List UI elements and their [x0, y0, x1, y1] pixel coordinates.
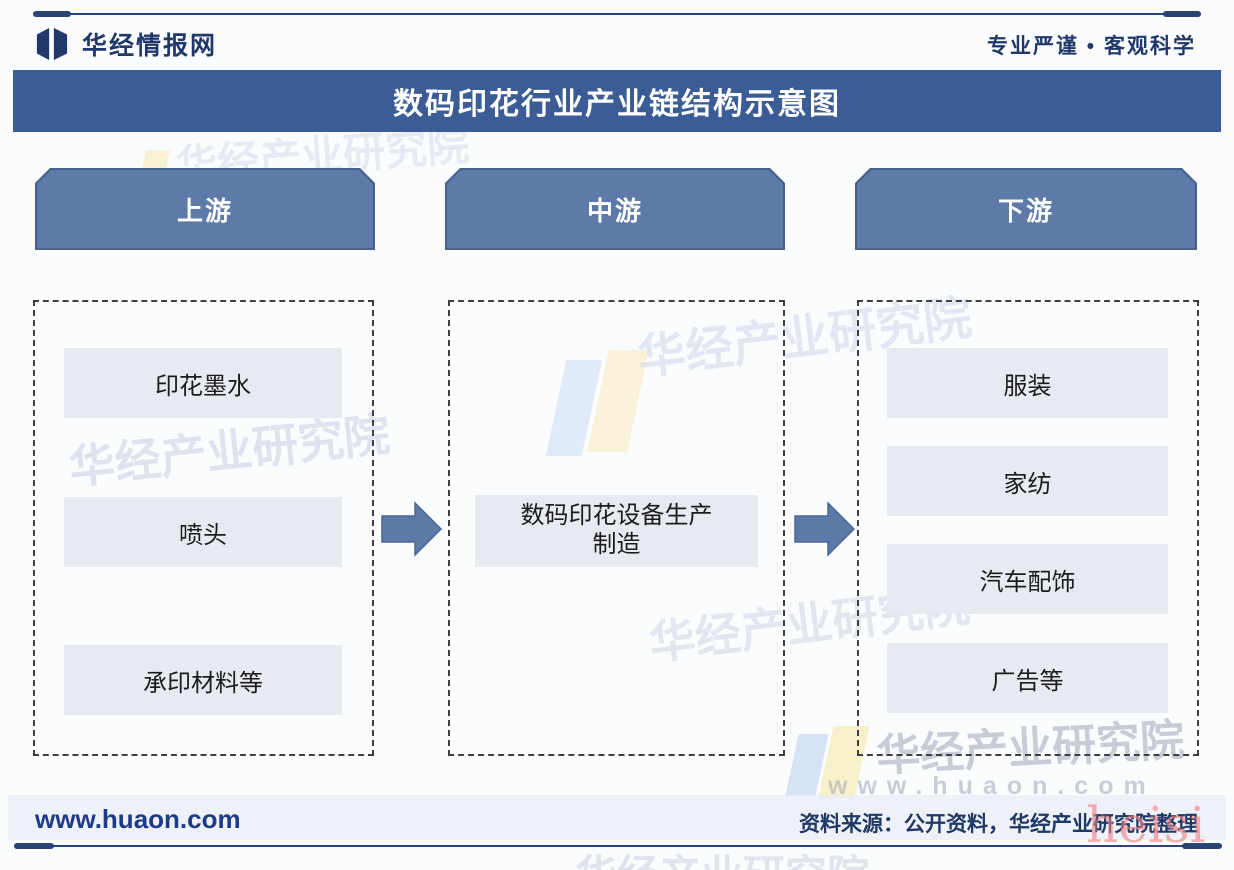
source-note: 资料来源：公开资料，华经产业研究院整理	[799, 813, 1198, 836]
column-header-label: 中游	[586, 195, 643, 226]
column-header-midstream: 中游	[445, 168, 785, 250]
midstream-item: 数码印花设备生产制造	[475, 495, 758, 567]
upstream-item: 印花墨水	[64, 348, 342, 418]
column-header-downstream: 下游	[855, 168, 1197, 250]
website-url: www.huaon.com	[35, 804, 241, 834]
column-header-label: 上游	[176, 195, 233, 226]
upstream-container	[33, 300, 374, 756]
midstream-item-label: 数码印花设备生产制造	[520, 502, 713, 558]
brand-name: 华经情报网	[82, 32, 218, 60]
brand-header: 华经情报网	[35, 25, 217, 63]
column-header-upstream: 上游	[35, 168, 375, 250]
title-bar: 数码印花行业产业链结构示意图	[13, 70, 1221, 132]
page-title: 数码印花行业产业链结构示意图	[393, 88, 841, 121]
top-rule	[33, 13, 1201, 15]
downstream-item: 服装	[887, 348, 1168, 418]
midstream-container	[448, 300, 785, 756]
top-rule-left-cap	[33, 11, 71, 17]
right-arrow-icon	[794, 501, 856, 557]
bottom-rule-left-cap	[14, 843, 54, 849]
downstream-container	[857, 300, 1199, 756]
top-rule-right-cap	[1163, 11, 1201, 17]
brand-tagline: 专业严谨 • 客观科学	[986, 35, 1196, 58]
column-header-label: 下游	[997, 195, 1054, 226]
bottom-rule-right-cap	[1182, 843, 1222, 849]
footer-band	[8, 795, 1226, 840]
bottom-rule	[14, 845, 1222, 847]
upstream-item: 承印材料等	[64, 645, 342, 715]
downstream-item: 家纺	[887, 446, 1168, 516]
huajing-logo-icon	[36, 27, 68, 61]
downstream-item: 广告等	[887, 643, 1168, 713]
right-arrow-icon	[381, 501, 443, 557]
upstream-item: 喷头	[64, 497, 342, 567]
downstream-item: 汽车配饰	[887, 544, 1168, 614]
